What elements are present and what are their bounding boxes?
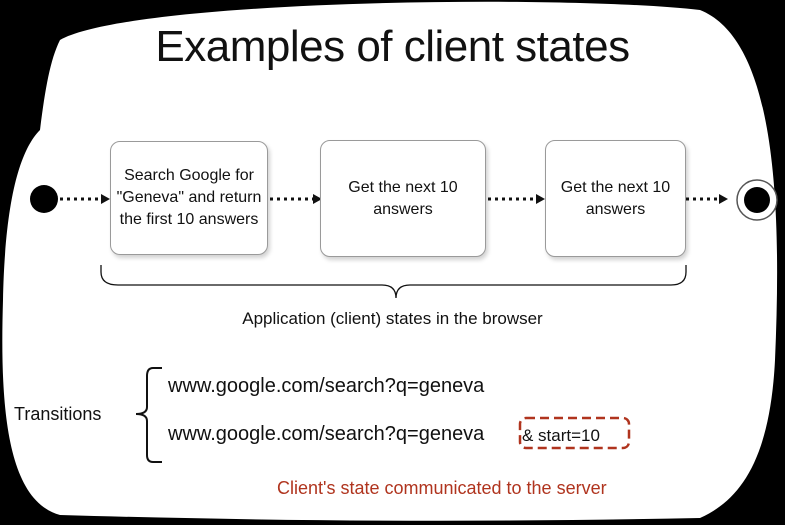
page-title: Examples of client states [155, 22, 630, 71]
state-label-2: Get the next 10 answers [348, 178, 458, 218]
param-highlight-box [518, 416, 631, 450]
arrowhead-3 [536, 194, 545, 204]
state-box-2: Get the next 10 answers [320, 140, 486, 257]
arrowhead-1 [101, 194, 110, 204]
state-box-1: Search Google for "Geneva" and return th… [110, 141, 268, 255]
end-node [736, 179, 778, 221]
state-label-1: Search Google for "Geneva" and return th… [116, 167, 262, 228]
start-param: & start=10 [522, 426, 600, 445]
arrowhead-4 [719, 194, 728, 204]
states-caption: Application (client) states in the brows… [242, 309, 543, 328]
state-label-3: Get the next 10 answers [560, 178, 671, 218]
transitions-label: Transitions [14, 404, 102, 424]
server-note: Client's state communicated to the serve… [277, 478, 607, 498]
arrowhead-2 [313, 194, 322, 204]
start-node [30, 185, 58, 213]
transition-url-2: www.google.com/search?q=geneva [168, 423, 485, 445]
states-brace [100, 265, 687, 299]
state-box-3: Get the next 10 answers [545, 140, 686, 257]
transition-url-1: www.google.com/search?q=geneva [168, 375, 485, 397]
transitions-brace [135, 367, 162, 463]
